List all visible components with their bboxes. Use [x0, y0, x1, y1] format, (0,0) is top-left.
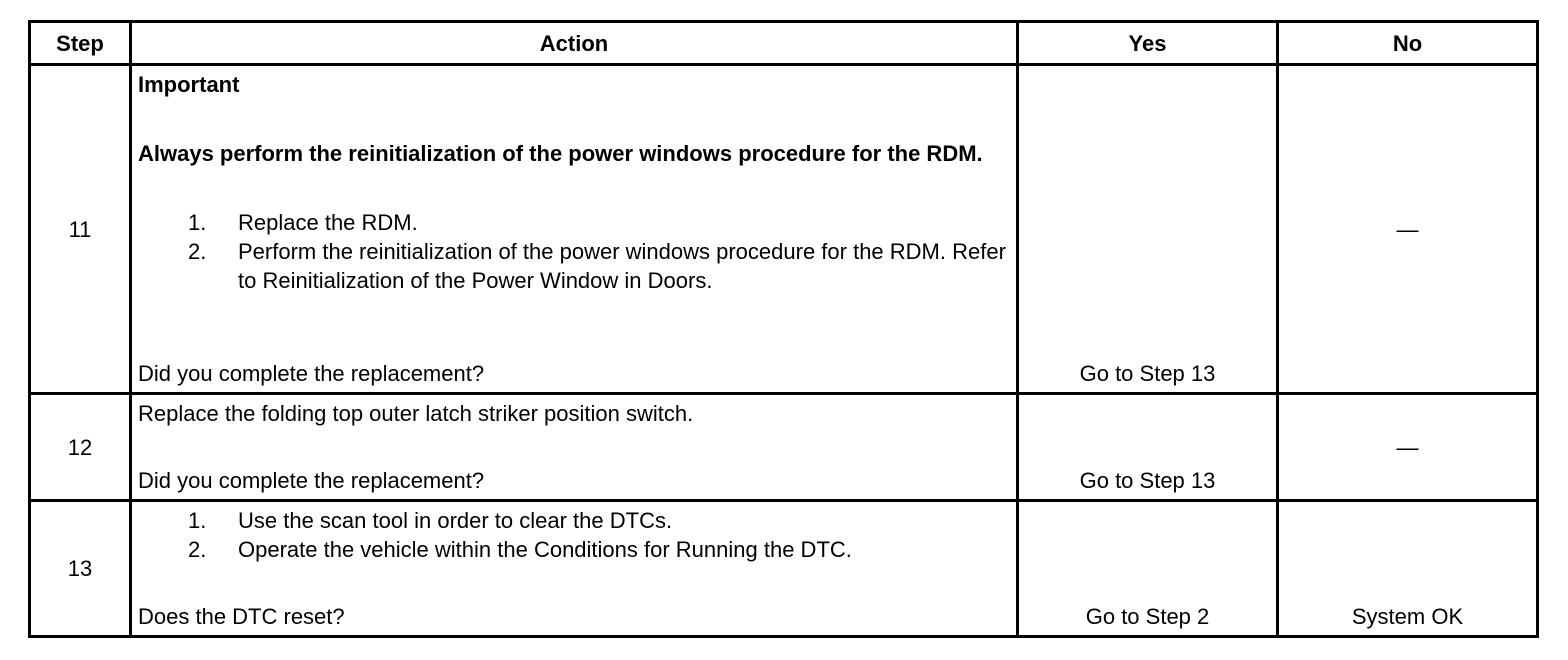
list-item-number: 2.: [188, 537, 207, 562]
list-item-text: Use the scan tool in order to clear the …: [238, 508, 673, 533]
list-item: 2. Perform the reinitialization of the p…: [138, 237, 1010, 295]
diagnostic-table: Step Action Yes No 11 Important Always p…: [28, 20, 1539, 638]
list-item: 1. Replace the RDM.: [138, 208, 1010, 237]
list-item-number: 1.: [188, 210, 207, 235]
no-cell: —: [1276, 392, 1539, 502]
action-text: Replace the folding top outer latch stri…: [138, 401, 694, 426]
header-step: Step: [28, 20, 132, 66]
yes-cell: Go to Step 13: [1016, 63, 1279, 395]
action-cell: Important Always perform the reinitializ…: [129, 63, 1019, 395]
list-item: 1. Use the scan tool in order to clear t…: [138, 506, 1010, 535]
no-result: —: [1396, 434, 1419, 460]
list-item-number: 2.: [188, 239, 207, 264]
header-row: Step Action Yes No: [28, 20, 1539, 66]
step-number: 11: [28, 63, 132, 395]
yes-result: Go to Step 13: [1079, 361, 1216, 386]
action-cell: Replace the folding top outer latch stri…: [129, 392, 1019, 502]
table-row: 12 Replace the folding top outer latch s…: [28, 392, 1539, 502]
no-cell: System OK: [1276, 499, 1539, 638]
header-action: Action: [129, 20, 1019, 66]
step-question: Did you complete the replacement?: [138, 361, 485, 386]
action-cell: 1. Use the scan tool in order to clear t…: [129, 499, 1019, 638]
yes-result: Go to Step 13: [1079, 468, 1216, 493]
list-item-number: 1.: [188, 508, 207, 533]
procedure-list: 1. Replace the RDM. 2. Perform the reini…: [138, 208, 1010, 295]
yes-cell: Go to Step 13: [1016, 392, 1279, 502]
yes-cell: Go to Step 2: [1016, 499, 1279, 638]
list-item-text: Replace the RDM.: [238, 210, 418, 235]
header-yes: Yes: [1016, 20, 1279, 66]
list-item-text: Perform the reinitialization of the powe…: [238, 239, 1006, 293]
no-result: —: [1396, 216, 1419, 242]
important-note: Always perform the reinitialization of t…: [138, 141, 983, 166]
step-question: Did you complete the replacement?: [138, 468, 485, 493]
no-result: System OK: [1351, 604, 1464, 629]
table-row: 13 1. Use the scan tool in order to clea…: [28, 499, 1539, 638]
step-question: Does the DTC reset?: [138, 604, 345, 629]
step-number: 12: [28, 392, 132, 502]
header-no: No: [1276, 20, 1539, 66]
important-label: Important: [138, 72, 240, 97]
list-item-text: Operate the vehicle within the Condition…: [238, 537, 852, 562]
step-number: 13: [28, 499, 132, 638]
list-item: 2. Operate the vehicle within the Condit…: [138, 535, 1010, 564]
procedure-list: 1. Use the scan tool in order to clear t…: [138, 506, 1010, 564]
table-row: 11 Important Always perform the reinitia…: [28, 63, 1539, 395]
yes-result: Go to Step 2: [1085, 604, 1210, 629]
no-cell: —: [1276, 63, 1539, 395]
